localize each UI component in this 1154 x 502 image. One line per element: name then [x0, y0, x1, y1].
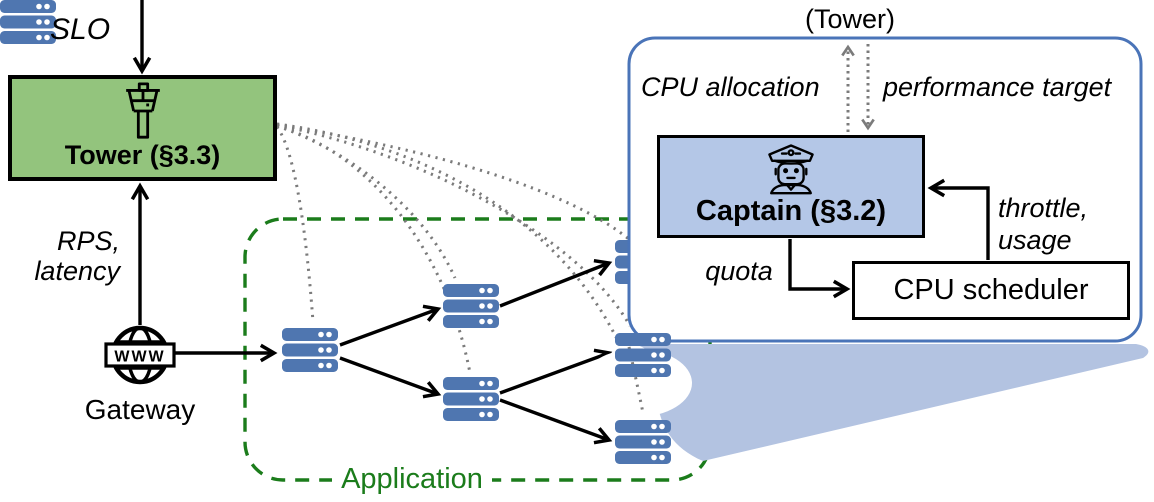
globe-www-icon: WWW [104, 325, 176, 385]
request-flow-arrows [172, 258, 613, 445]
quota-label: quota [705, 256, 773, 286]
cpu-allocation-label: CPU allocation [641, 72, 820, 102]
throttle-usage-label: throttle, usage [998, 193, 1089, 255]
server-icon [615, 420, 671, 464]
slo-label: SLO [50, 13, 111, 46]
tower-reference-label: (Tower) [804, 4, 895, 34]
gateway-label: Gateway [84, 394, 196, 425]
captain-box: Captain (§3.2) [657, 135, 925, 238]
rps-latency-label: RPS, latency [34, 226, 120, 287]
server-icon [443, 377, 499, 421]
performance-target-label: performance target [883, 72, 1112, 102]
server-icon [0, 0, 56, 44]
captain-icon [768, 144, 814, 195]
captain-box-title: Captain (§3.2) [695, 195, 887, 227]
server-icon [282, 328, 338, 372]
control-tower-icon [125, 82, 160, 139]
tower-box-title: Tower (§3.3) [64, 140, 221, 170]
cpu-scheduler-box: CPU scheduler [852, 261, 1130, 320]
www-banner-text: WWW [114, 349, 165, 366]
application-label: Application [332, 461, 492, 498]
tower-box: Tower (§3.3) [8, 75, 277, 181]
cpu-scheduler-label: CPU scheduler [893, 274, 1089, 306]
server-icon [615, 333, 671, 377]
callout-wedge [631, 344, 1149, 461]
quota-arrow [788, 239, 851, 299]
throttle-usage-arrow [927, 178, 990, 260]
server-icon [443, 284, 499, 328]
